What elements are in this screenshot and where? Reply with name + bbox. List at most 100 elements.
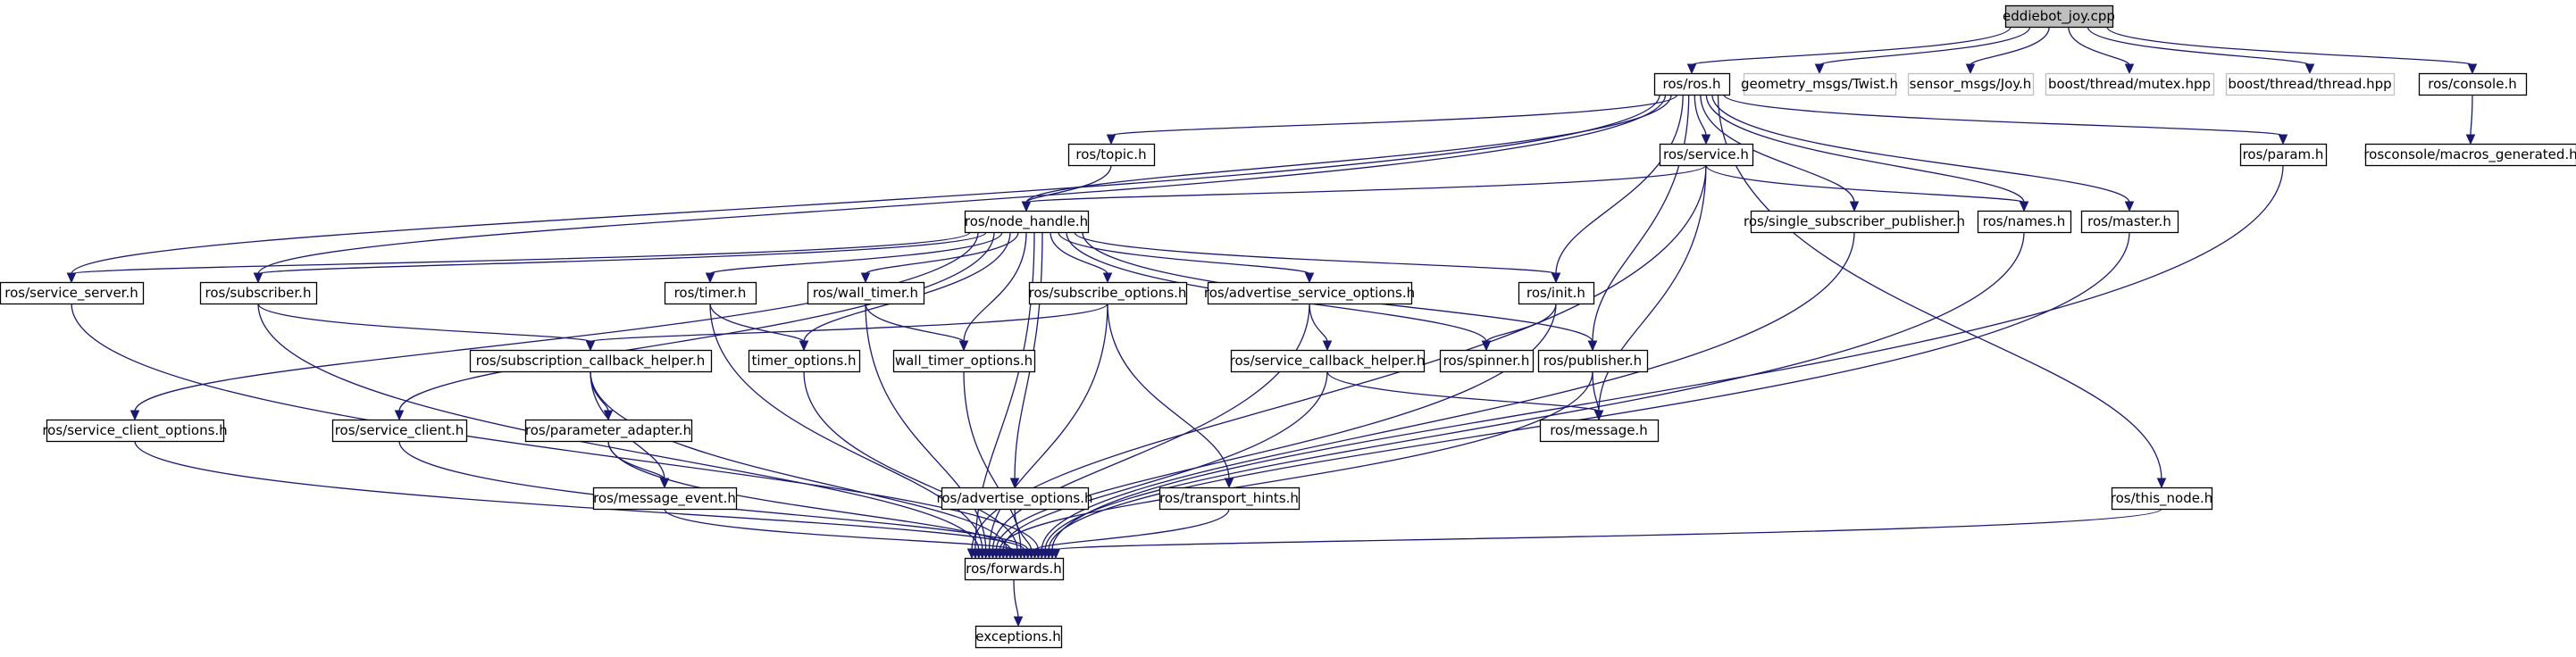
node-ros-ros[interactable]: ros/ros.h (1653, 72, 1731, 96)
node-ros-timer[interactable]: ros/timer.h (664, 281, 757, 305)
edge-line (1110, 94, 1678, 137)
edge-line (71, 303, 1040, 551)
node-label: ros/init.h (1526, 285, 1585, 301)
node-box (1750, 210, 1960, 234)
node-ros-node-handle[interactable]: ros/node_handle.h (964, 210, 1090, 234)
edge-ros-node-handle-to-ros-timer (705, 231, 1003, 284)
edge-ros-wall-timer-to-wall-timer-options (865, 303, 969, 352)
edge-arrowhead (2156, 478, 2167, 489)
edge-arrowhead (1021, 201, 1032, 212)
edge-arrowhead (1322, 340, 1333, 352)
node-label: rosconsole/macros_generated.h (2363, 146, 2576, 163)
node-wall-timer-options[interactable]: wall_timer_options.h (892, 349, 1036, 373)
edge-arrowhead (2124, 201, 2135, 212)
edge-line (709, 303, 983, 551)
edge-line (257, 303, 591, 343)
edge-arrowhead (1551, 272, 1561, 284)
node-eddiebot[interactable]: eddiebot_joy.cpp (2003, 4, 2115, 29)
node-ros-parameter-adapter[interactable]: ros/parameter_adapter.h (524, 419, 693, 443)
node-box (1907, 72, 2035, 96)
node-ros-single-sub-pub[interactable]: ros/single_subscriber_publisher.h (1744, 210, 1965, 234)
node-ros-transport-hints[interactable]: ros/transport_hints.h (1158, 487, 1301, 511)
node-ros-message-event[interactable]: ros/message_event.h (592, 487, 738, 511)
edge-arrowhead (2124, 63, 2135, 75)
edge-ros-subscribe-options-to-ros-subscription-callback-helper (585, 303, 1108, 352)
edge-line (1555, 94, 1684, 275)
edge-line (134, 440, 1025, 551)
node-box (2239, 143, 2328, 167)
edge-ros-node-handle-to-ros-service-client-options (130, 231, 979, 421)
edge-ros-timer-to-timer-options (709, 303, 809, 352)
edge-arrowhead (1587, 340, 1598, 352)
node-boost-mutex[interactable]: boost/thread/mutex.hpp (2045, 72, 2215, 96)
node-box (592, 487, 738, 511)
node-ros-wall-timer[interactable]: ros/wall_timer.h (807, 281, 925, 305)
edge-arrowhead (860, 272, 871, 284)
node-box (1158, 487, 1301, 511)
edge-line (1025, 164, 1707, 204)
node-ros-this-node[interactable]: ros/this_node.h (2111, 487, 2212, 511)
node-ros-service-client[interactable]: ros/service_client.h (331, 419, 468, 443)
node-rosconsole-macros[interactable]: rosconsole/macros_generated.h (2363, 143, 2576, 167)
edge-ros-ros-to-ros-single-sub-pub (1700, 94, 1860, 212)
node-geometry-twist[interactable]: geometry_msgs/Twist.h (1741, 72, 1898, 96)
node-ros-subscribe-options[interactable]: ros/subscribe_options.h (1029, 281, 1188, 305)
edge-line (1025, 164, 1112, 204)
node-ros-message[interactable]: ros/message.h (1539, 419, 1660, 443)
node-ros-service[interactable]: ros/service.h (1659, 143, 1754, 167)
node-label: ros/wall_timer.h (813, 285, 918, 302)
node-ros-subscription-callback-helper[interactable]: ros/subscription_callback_helper.h (469, 349, 713, 373)
node-ros-spinner[interactable]: ros/spinner.h (1439, 349, 1535, 373)
node-ros-service-client-options[interactable]: ros/service_client_options.h (42, 419, 228, 443)
node-ros-service-callback-helper[interactable]: ros/service_callback_helper.h (1230, 349, 1426, 373)
edge-eddiebot-to-ros-ros (1686, 26, 2011, 75)
node-label: timer_options.h (751, 353, 856, 370)
node-timer-options[interactable]: timer_options.h (748, 349, 861, 373)
node-label: boost/thread/thread.hpp (2228, 76, 2391, 92)
node-box (1653, 72, 1731, 96)
node-ros-names[interactable]: ros/names.h (1977, 210, 2072, 234)
node-ros-console[interactable]: ros/console.h (2418, 72, 2528, 96)
node-label: sensor_msgs/Joy.h (1910, 76, 2032, 93)
node-label: ros/service_client_options.h (42, 422, 227, 439)
edge-line (1044, 231, 2025, 551)
node-label: ros/service_server.h (4, 285, 138, 302)
node-ros-init[interactable]: ros/init.h (1518, 281, 1595, 305)
node-label: ros/subscribe_options.h (1029, 285, 1187, 302)
edge-line (398, 231, 995, 412)
node-ros-service-server[interactable]: ros/service_server.h (0, 281, 145, 305)
node-label: eddiebot_joy.cpp (2003, 8, 2115, 25)
node-ros-advertise-options[interactable]: ros/advertise_options.h (937, 487, 1093, 511)
edge-line (1819, 26, 2031, 66)
edge-line (963, 231, 1027, 343)
edge-line (1041, 231, 1855, 551)
edge-ros-advertise-service-options-to-ros-service-callback-helper (1309, 303, 1333, 352)
node-box (1743, 72, 1897, 96)
node-ros-subscriber[interactable]: ros/subscriber.h (199, 281, 318, 305)
node-box (199, 281, 318, 305)
edge-line (1013, 578, 1019, 619)
node-ros-publisher[interactable]: ros/publisher.h (1537, 349, 1649, 373)
node-exceptions[interactable]: exceptions.h (974, 625, 1063, 649)
edge-arrowhead (1304, 272, 1315, 284)
node-ros-topic[interactable]: ros/topic.h (1067, 143, 1156, 167)
node-ros-param[interactable]: ros/param.h (2239, 143, 2328, 167)
edge-line (257, 303, 980, 551)
node-box (1539, 419, 1660, 443)
node-sensor-joy[interactable]: sensor_msgs/Joy.h (1907, 72, 2035, 96)
node-box (1977, 210, 2072, 234)
node-box (2418, 72, 2528, 96)
edge-ros-node-handle-to-ros-advertise-options (1009, 231, 1043, 489)
node-box (964, 557, 1065, 581)
edge-ros-ros-to-ros-subscriber (253, 94, 1667, 284)
node-label: ros/service_client.h (335, 422, 464, 439)
edge-arrowhead (2019, 201, 2029, 212)
edge-line (2470, 94, 2473, 137)
edge-line (607, 440, 1011, 551)
node-ros-master[interactable]: ros/master.h (2080, 210, 2179, 234)
node-ros-forwards[interactable]: ros/forwards.h (964, 557, 1065, 581)
node-boost-thread[interactable]: boost/thread/thread.hpp (2225, 72, 2396, 96)
edge-eddiebot-to-boost-mutex (2068, 26, 2135, 75)
node-ros-advertise-service-options[interactable]: ros/advertise_service_options.h (1204, 281, 1415, 305)
node-box (964, 210, 1090, 234)
